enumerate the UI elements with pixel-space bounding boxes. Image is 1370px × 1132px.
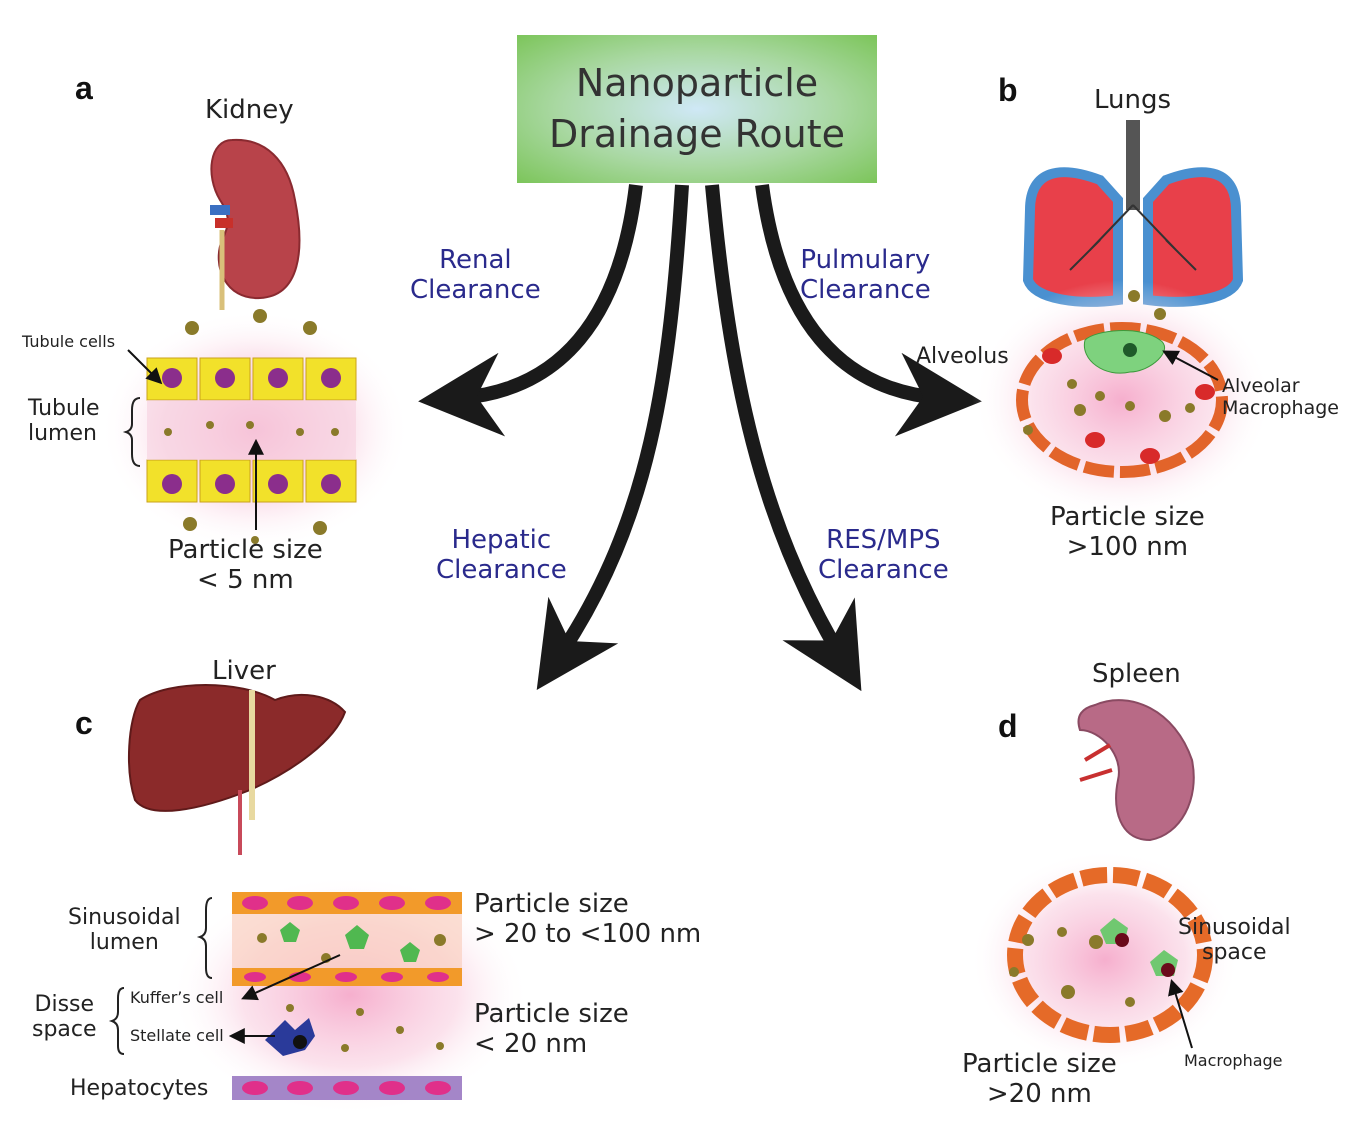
- pulmonary-arrow: [755, 184, 982, 437]
- kidney-illustration: [210, 138, 301, 310]
- title-line-1: Nanoparticle: [575, 60, 819, 105]
- kidney-particles: [164, 309, 339, 544]
- title-line-2: Drainage Route: [549, 112, 845, 156]
- liver-title: Liver: [212, 656, 276, 686]
- liver-particles: [257, 933, 446, 1052]
- spleen-particles: [1009, 927, 1135, 1007]
- spleen-title: Spleen: [1092, 659, 1181, 689]
- renal-arrow: [418, 184, 643, 437]
- route-arrows: [418, 184, 982, 692]
- tubule-cells-label: Tubule cells: [22, 332, 116, 351]
- lumen-brace: [122, 397, 141, 467]
- liver-particle-size-lower: Particle size< 20 nm: [474, 999, 629, 1059]
- sinusoidal-ring: [1007, 867, 1213, 1043]
- kuffer-cell-label: Kuffer’s cell: [130, 988, 224, 1007]
- hepatocytes-label: Hepatocytes: [70, 1076, 209, 1101]
- hepatocyte-row: [232, 1076, 462, 1100]
- spleen-macrophage-pointer: [1168, 978, 1193, 1049]
- red-blood-cells: [1042, 348, 1215, 464]
- alveolus-label: Alveolus: [916, 344, 1009, 369]
- macrophage-pointer: [1162, 350, 1219, 381]
- sinusoidal-endothelium: [232, 892, 462, 986]
- panel-letter-d: d: [998, 708, 1018, 744]
- lungs-illustration: [1022, 120, 1244, 307]
- lung-particle-size: Particle size>100 nm: [1050, 502, 1205, 562]
- lung-particles: [1023, 290, 1195, 435]
- spleen-illustration: [1077, 699, 1195, 842]
- panel-letter-a: a: [75, 70, 93, 106]
- kuffer-pointer: [241, 954, 341, 1001]
- alveolus-glow: [972, 280, 1272, 520]
- stellate-cell-label: Stellate cell: [130, 1026, 224, 1045]
- splenic-macrophage-label: Macrophage: [1184, 1051, 1283, 1070]
- lungs-title: Lungs: [1094, 85, 1172, 115]
- spleen-particle-size: Particle size>20 nm: [962, 1049, 1117, 1109]
- title-box: Nanoparticle Drainage Route: [517, 35, 877, 183]
- tubule-cell-pointer: [127, 349, 163, 385]
- sinusoid-brace: [196, 897, 213, 979]
- disse-brace: [108, 987, 125, 1055]
- kidney-title: Kidney: [205, 95, 294, 125]
- liver-particle-size-upper: Particle size> 20 to <100 nm: [474, 889, 702, 949]
- res-arrow: [705, 184, 862, 692]
- alveolus-wall: [1016, 322, 1228, 478]
- kidney-particle-size: Particle size< 5 nm: [168, 535, 323, 595]
- liver-illustration: [128, 684, 347, 855]
- panel-letter-c: c: [75, 705, 93, 741]
- hepatic-arrow: [536, 184, 689, 690]
- panel-letter-b: b: [998, 72, 1018, 108]
